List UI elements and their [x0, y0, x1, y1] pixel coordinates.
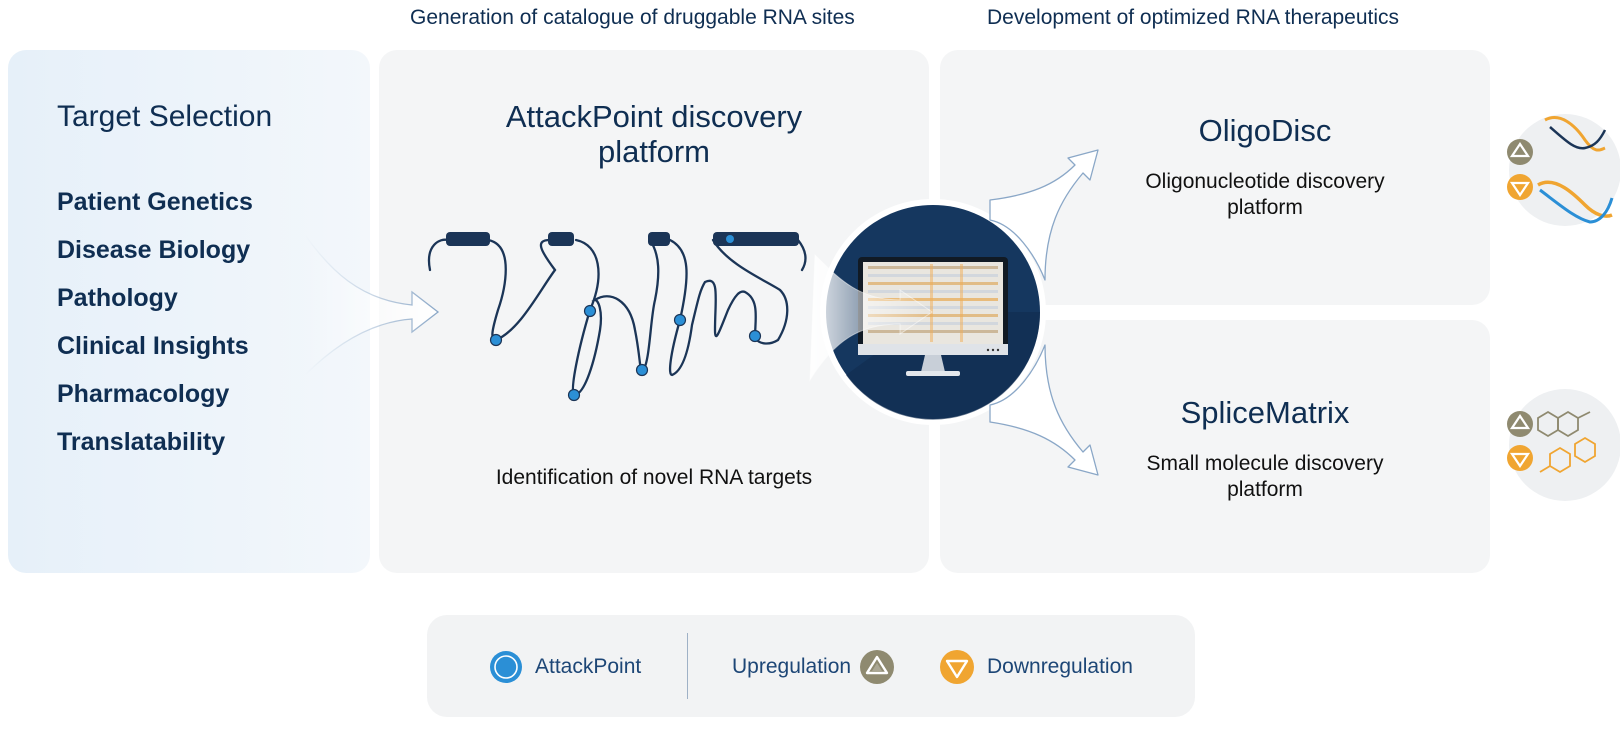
attackpoint-caption: Identification of novel RNA targets	[495, 466, 813, 489]
up-arrow-circle-icon	[1507, 411, 1533, 437]
splicematrix-panel	[940, 320, 1490, 573]
oligodisc-subtitle-line: platform	[1227, 196, 1303, 219]
legend-downregulation-label: Downregulation	[987, 655, 1133, 678]
criteria-item: Pharmacology	[57, 380, 230, 408]
down-arrow-circle-icon	[1507, 174, 1533, 200]
rna-helix-icon	[1509, 114, 1620, 226]
down-arrow-circle-icon	[940, 650, 974, 684]
target-selection-list: Patient Genetics Disease Biology Patholo…	[57, 186, 253, 474]
legend: AttackPoint Upregulation Downregulation	[427, 615, 1195, 717]
attackpoint-title: AttackPoint discovery platform	[379, 99, 929, 169]
target-selection-title: Target Selection	[57, 100, 273, 133]
legend-downregulation: Downregulation	[937, 648, 1133, 686]
attackpoint-icon	[490, 651, 522, 683]
oligodisc-subtitle: Oligonucleotide discovery platform	[1040, 169, 1490, 221]
oligodisc-subtitle-line: Oligonucleotide discovery	[1145, 170, 1385, 193]
splicematrix-title: SpliceMatrix	[1180, 395, 1350, 430]
splicematrix-subtitle: Small molecule discovery platform	[1040, 451, 1490, 503]
molecule-icon	[1509, 389, 1620, 501]
down-arrow-circle-icon	[1507, 445, 1533, 471]
up-arrow-circle-icon	[860, 650, 895, 684]
legend-attackpoint-label: AttackPoint	[535, 655, 642, 678]
criteria-item: Translatability	[57, 428, 226, 456]
criteria-item: Pathology	[57, 284, 178, 312]
legend-upregulation-label: Upregulation	[732, 655, 852, 678]
legend-attackpoint: AttackPoint	[487, 648, 641, 686]
attackpoint-title-line: AttackPoint discovery	[505, 99, 803, 134]
heading-catalogue: Generation of catalogue of druggable RNA…	[410, 6, 855, 29]
criteria-item: Patient Genetics	[57, 188, 253, 216]
splicematrix-subtitle-line: platform	[1227, 478, 1303, 501]
legend-upregulation: Upregulation	[732, 648, 897, 686]
up-arrow-circle-icon	[1507, 139, 1533, 165]
attackpoint-title-line: platform	[598, 134, 710, 169]
oligodisc-title: OligoDisc	[1198, 113, 1332, 148]
criteria-item: Clinical Insights	[57, 332, 249, 360]
splicematrix-subtitle-line: Small molecule discovery	[1146, 452, 1384, 475]
legend-divider	[687, 633, 688, 699]
heading-therapeutics: Development of optimized RNA therapeutic…	[987, 6, 1400, 29]
criteria-item: Disease Biology	[57, 236, 251, 264]
